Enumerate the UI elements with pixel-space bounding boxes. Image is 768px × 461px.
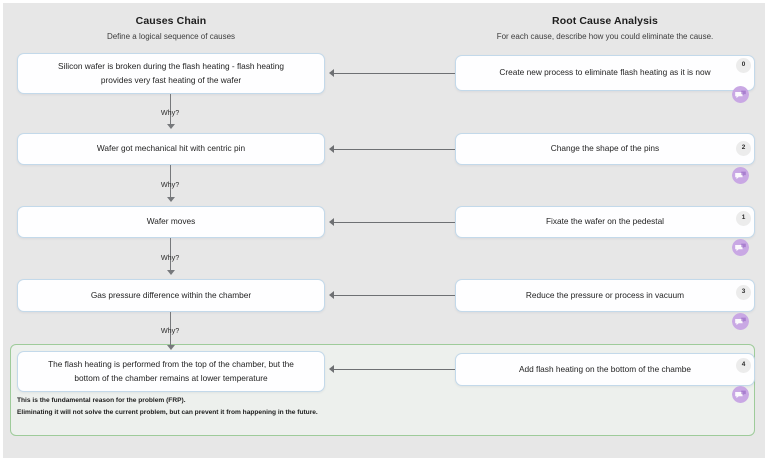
cause-node-4-text: Gas pressure difference within the chamb…	[90, 289, 252, 300]
cause-node-1[interactable]: Silicon wafer is broken during the flash…	[17, 53, 325, 94]
cause-node-3-text: Wafer moves	[146, 216, 196, 227]
why-line-4	[170, 312, 171, 345]
fix-node-4[interactable]: Reduce the pressure or process in vacuum	[455, 279, 755, 312]
why-line-2	[170, 165, 171, 197]
causes-chain-header: Causes Chain Define a logical sequence o…	[17, 15, 325, 43]
connector-arrow-5	[329, 365, 334, 373]
fix-node-1-badge-value: 0	[741, 61, 746, 69]
comment-icon[interactable]	[732, 239, 749, 256]
comment-icon[interactable]	[732, 86, 749, 103]
why-line-3	[170, 238, 171, 270]
fix-node-4-text: Reduce the pressure or process in vacuum	[525, 289, 685, 300]
fix-node-3-text: Fixate the wafer on the pedestal	[545, 216, 665, 227]
why-label-1: Why?	[160, 108, 180, 117]
comment-icon[interactable]	[732, 313, 749, 330]
fix-node-3[interactable]: Fixate the wafer on the pedestal	[455, 206, 755, 238]
cause-node-1-text: Silicon wafer is broken during the flash…	[58, 61, 284, 85]
why-arrow-1	[166, 124, 175, 129]
frp-note-line-2: Eliminating it will not solve the curren…	[17, 408, 318, 416]
fix-node-2-badge-value: 2	[741, 144, 746, 152]
connector-arrow-3	[329, 218, 334, 226]
fix-node-3-badge: 1	[736, 211, 751, 226]
cause-node-3[interactable]: Wafer moves	[17, 206, 325, 238]
root-cause-analysis-subtitle: For each cause, describe how you could e…	[496, 32, 714, 41]
root-cause-analysis-header: Root Cause Analysis For each cause, desc…	[455, 15, 755, 43]
fix-node-5-text: Add flash heating on the bottom of the c…	[518, 363, 692, 374]
fix-node-3-badge-value: 1	[741, 214, 746, 222]
comment-icon[interactable]	[732, 386, 749, 403]
root-cause-analysis-title: Root Cause Analysis	[552, 15, 658, 27]
cause-node-2-text: Wafer got mechanical hit with centric pi…	[96, 143, 246, 154]
connector-line-3	[333, 222, 455, 223]
fix-node-4-badge-value: 3	[741, 288, 746, 296]
connector-line-5	[333, 369, 455, 370]
why-arrow-3	[166, 270, 175, 275]
connector-arrow-4	[329, 291, 334, 299]
cause-node-2[interactable]: Wafer got mechanical hit with centric pi…	[17, 133, 325, 165]
fix-node-2-badge: 2	[736, 141, 751, 156]
frp-note-line-1: This is the fundamental reason for the p…	[17, 397, 186, 404]
why-label-4: Why?	[160, 326, 180, 335]
connector-line-1	[333, 73, 455, 74]
why-arrow-2	[166, 197, 175, 202]
fix-node-1[interactable]: Create new process to eliminate flash he…	[455, 55, 755, 91]
fix-node-2-text: Change the shape of the pins	[550, 143, 660, 154]
why-arrow-4	[166, 345, 175, 350]
cause-node-4[interactable]: Gas pressure difference within the chamb…	[17, 279, 325, 312]
comment-icon[interactable]	[732, 167, 749, 184]
connector-line-4	[333, 295, 455, 296]
connector-arrow-1	[329, 69, 334, 77]
fix-node-5[interactable]: Add flash heating on the bottom of the c…	[455, 353, 755, 386]
fix-node-4-badge: 3	[736, 285, 751, 300]
cause-node-5-text: The flash heating is performed from the …	[48, 359, 294, 383]
cause-node-5[interactable]: The flash heating is performed from the …	[17, 351, 325, 392]
causes-chain-subtitle: Define a logical sequence of causes	[106, 32, 236, 41]
connector-line-2	[333, 149, 455, 150]
causes-chain-title: Causes Chain	[135, 15, 207, 27]
fix-node-2[interactable]: Change the shape of the pins	[455, 133, 755, 165]
fix-node-5-badge-value: 4	[741, 361, 746, 369]
why-label-3: Why?	[160, 253, 180, 262]
fix-node-1-badge: 0	[736, 58, 751, 73]
fix-node-5-badge: 4	[736, 358, 751, 373]
frp-note: This is the fundamental reason for the p…	[17, 395, 347, 418]
connector-arrow-2	[329, 145, 334, 153]
why-label-2: Why?	[160, 180, 180, 189]
fix-node-1-text: Create new process to eliminate flash he…	[499, 67, 711, 78]
why-line-1	[170, 94, 171, 125]
